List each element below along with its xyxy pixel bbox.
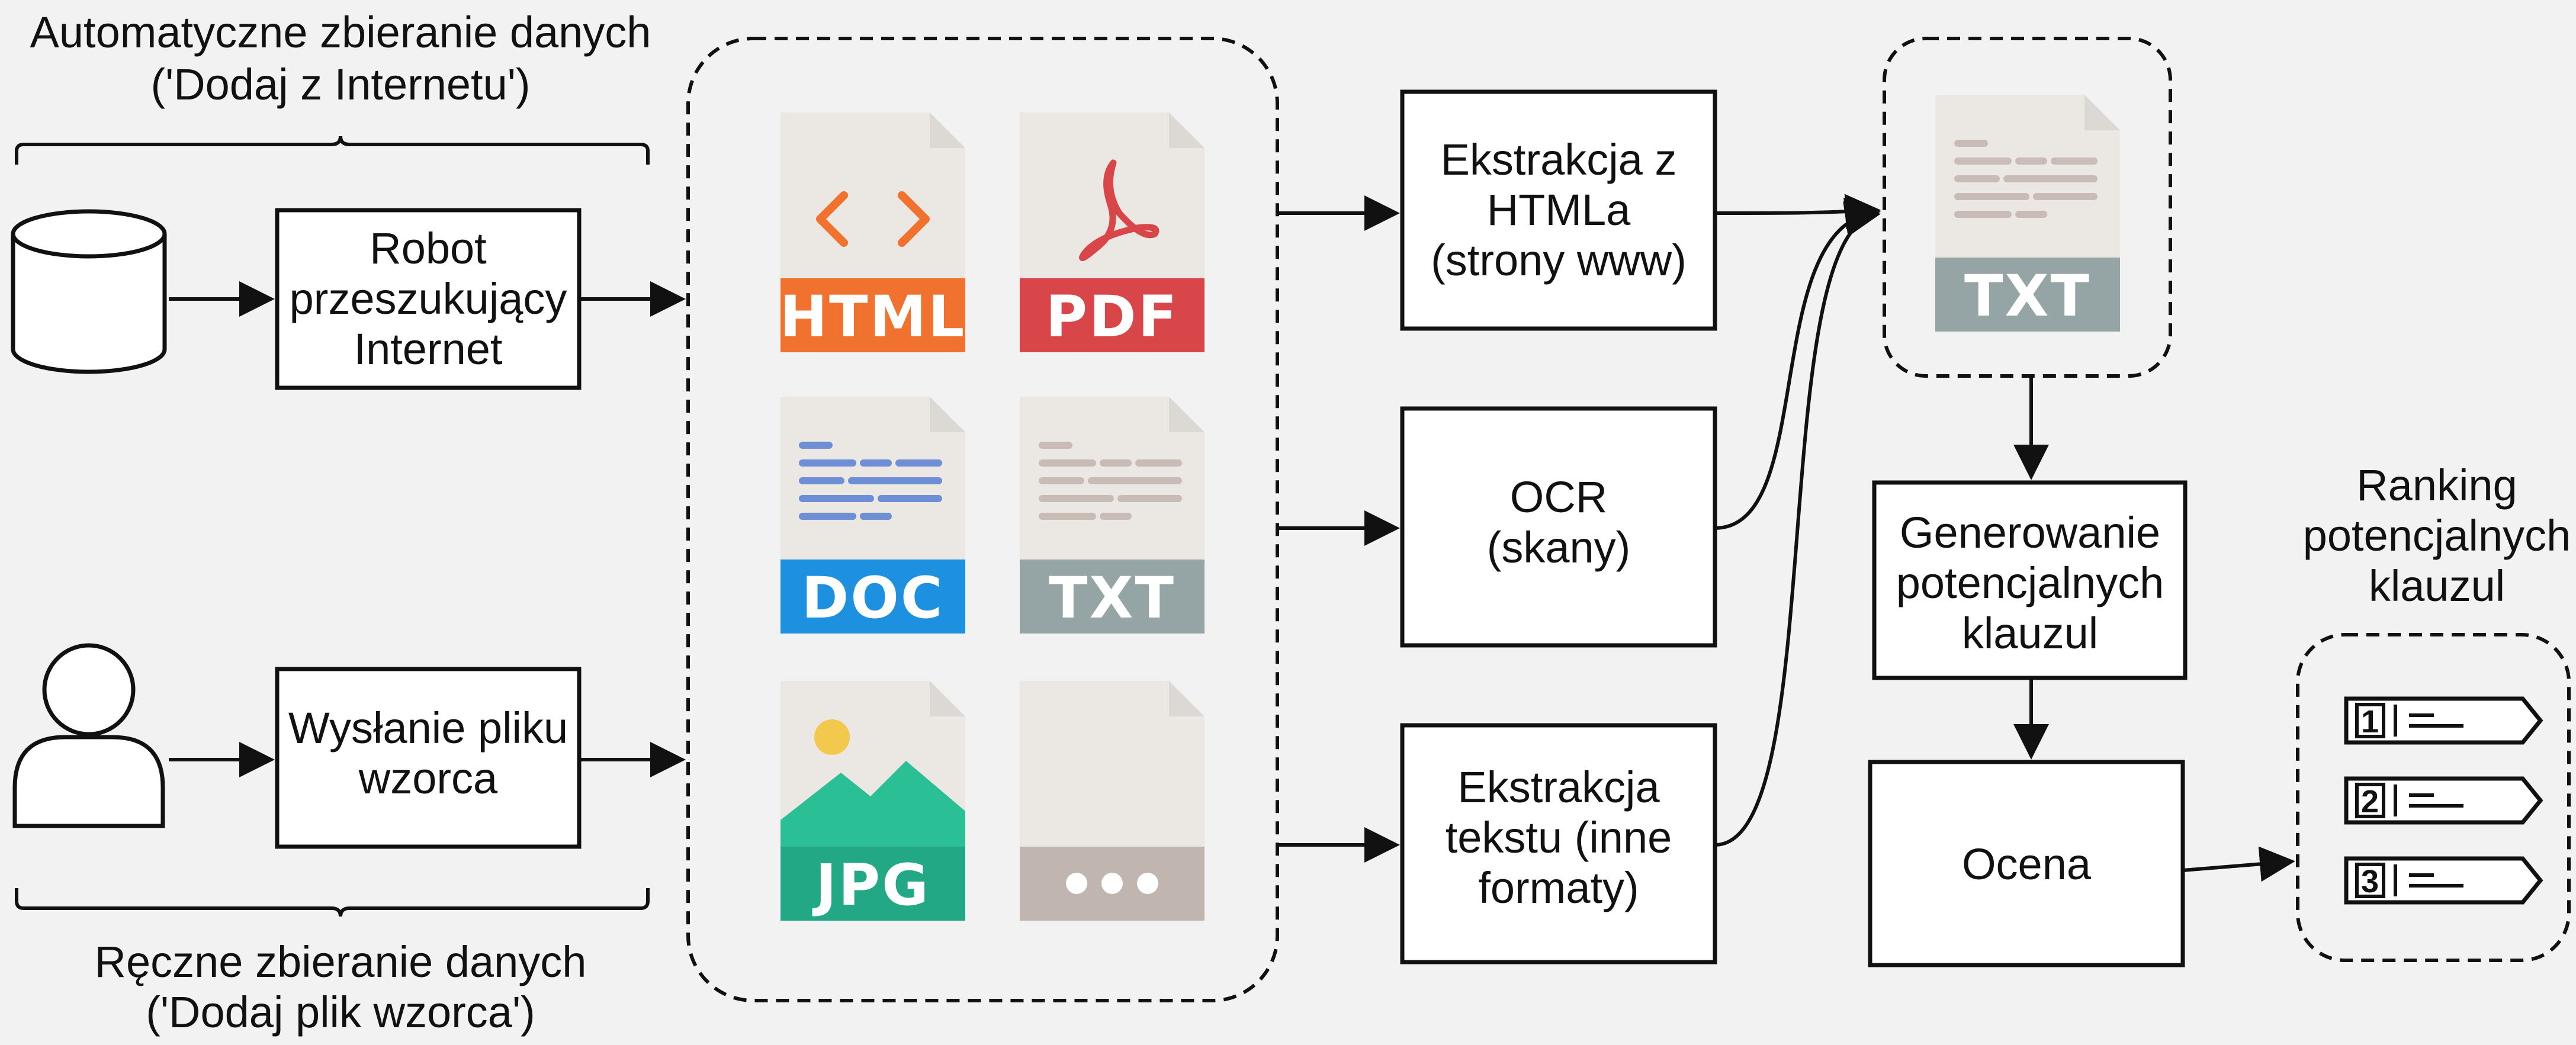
robot-box	[275, 208, 582, 390]
txt-output-label: TXT	[1964, 263, 2091, 329]
doc-file-label: DOC	[802, 565, 945, 631]
generate-box	[1872, 480, 2188, 680]
manual-collection-title: Ręczne zbieranie danych	[95, 937, 587, 986]
ranking-item-icon: 1	[2344, 696, 2543, 745]
ranking-title-line3: klauzul	[2369, 561, 2505, 610]
robot-box-line3: Internet	[354, 324, 503, 374]
ranking-item-3-number: 3	[2361, 864, 2379, 899]
arrow-html-extraction-to-txt	[1714, 194, 1881, 230]
jpg-file-label: JPG	[812, 852, 930, 918]
ranking-title-line1: Ranking	[2356, 461, 2517, 510]
ranking-title-line2: potencjalnych	[2303, 511, 2571, 560]
txt-output-container	[1883, 37, 2172, 378]
upload-box-line1: Wysłanie pliku	[288, 703, 568, 753]
database-icon	[11, 209, 167, 374]
upload-box	[275, 667, 582, 849]
upload-box-line2: wzorca	[358, 754, 498, 803]
jpg-file-icon: JPG	[780, 681, 965, 921]
text-extraction-line2: tekstu (inne	[1446, 813, 1672, 862]
txt-file-icon: TXT	[1020, 397, 1205, 634]
txt-file-label: TXT	[1049, 565, 1175, 631]
ranking-item-2-number: 2	[2361, 784, 2379, 819]
html-extraction-box	[1400, 89, 1717, 331]
html-file-label: HTML	[780, 284, 966, 350]
robot-box-line1: Robot	[370, 224, 487, 273]
html-extraction-line1: Ekstrakcja z	[1441, 135, 1677, 184]
ranking-item-icon: 2	[2344, 776, 2543, 825]
auto-collection-title: Automatyczne zbieranie danych	[30, 8, 651, 57]
ranking-item-1-number: 1	[2361, 704, 2379, 739]
text-extraction-line3: formaty)	[1478, 863, 1639, 912]
generate-line1: Generowanie	[1900, 508, 2160, 557]
ranking-container	[2296, 633, 2571, 962]
evaluate-line1: Ocena	[1962, 840, 2092, 889]
pdf-file-label: PDF	[1046, 284, 1179, 350]
arrow-text-extraction-to-txt	[1714, 201, 1881, 847]
auto-collection-subtitle: ('Dodaj z Internetu')	[150, 60, 530, 109]
top-brace	[15, 136, 650, 165]
robot-box-line2: przeszukujący	[290, 274, 567, 323]
bottom-brace	[15, 888, 650, 917]
text-extraction-line1: Ekstrakcja	[1457, 763, 1660, 812]
html-extraction-line3: (strony www)	[1431, 236, 1687, 285]
html-file-icon: HTML	[780, 112, 966, 352]
user-icon	[12, 643, 165, 828]
arrow-ocr-to-txt	[1714, 198, 1881, 530]
ranking-item-icon: 3	[2344, 856, 2543, 905]
text-extraction-box	[1400, 723, 1717, 964]
manual-collection-subtitle: ('Dodaj plik wzorca')	[146, 988, 535, 1037]
arrow-evaluate-to-ranking	[2182, 846, 2295, 882]
html-extraction-line2: HTMLa	[1487, 185, 1631, 234]
pdf-file-icon: PDF	[1020, 112, 1205, 352]
doc-file-icon: DOC	[780, 397, 965, 634]
txt-output-file-icon: TXT	[1935, 95, 2120, 332]
ocr-line1: OCR	[1510, 472, 1607, 522]
generate-line3: klauzul	[1962, 609, 2098, 658]
ocr-line2: (skany)	[1487, 523, 1631, 572]
ocr-box	[1400, 406, 1717, 648]
other-file-icon	[1020, 681, 1205, 921]
generate-line2: potencjalnych	[1896, 558, 2164, 607]
evaluate-box	[1868, 760, 2185, 967]
